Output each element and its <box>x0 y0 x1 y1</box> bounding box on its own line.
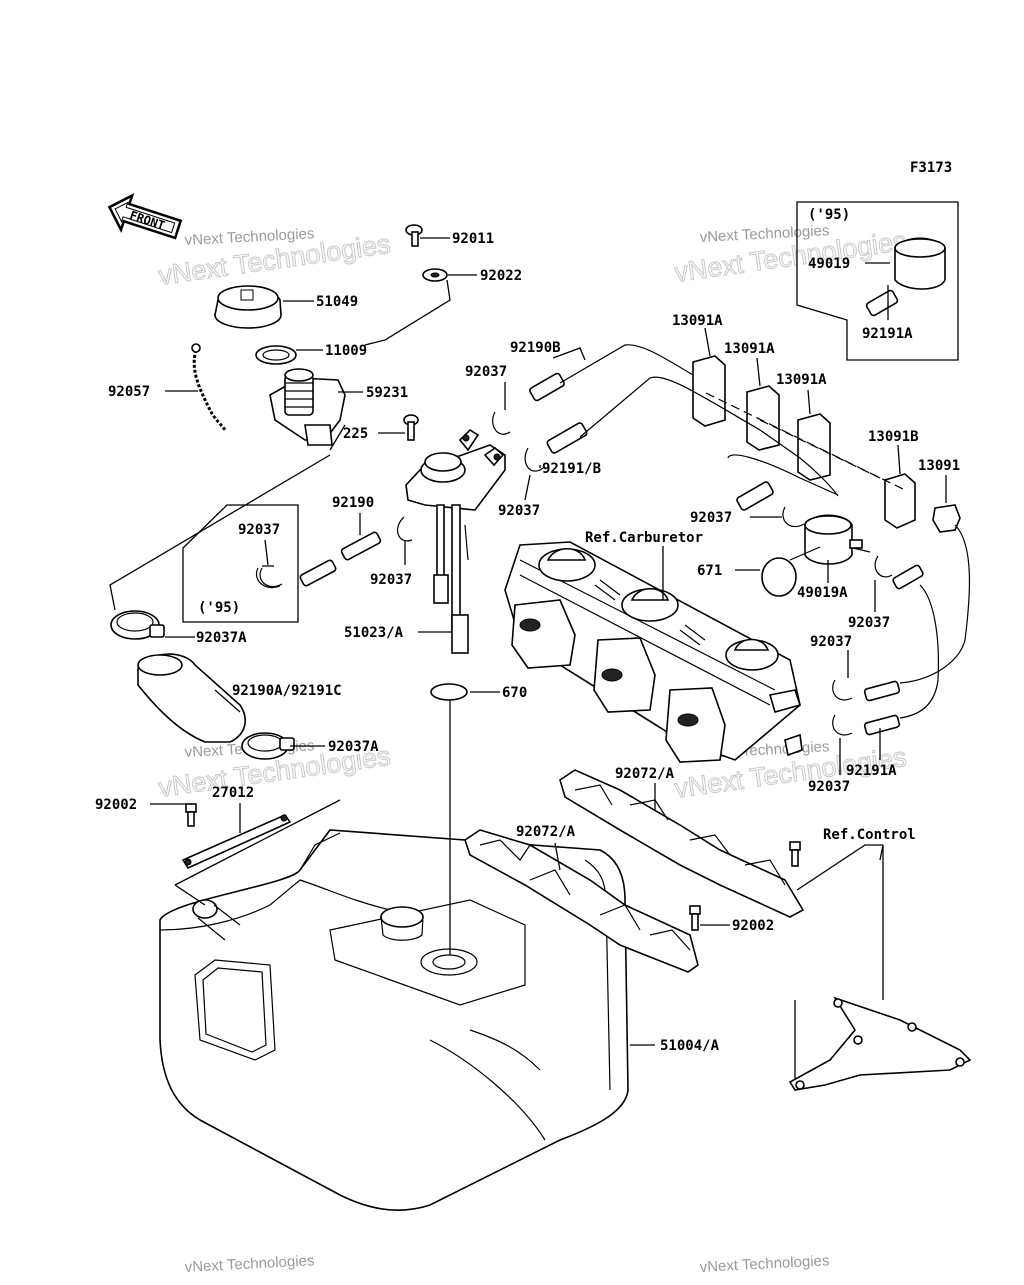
clamp-icon <box>259 411 544 588</box>
hose-icon <box>299 372 588 587</box>
part-label: 92037 <box>370 572 412 588</box>
part-label: 13091A <box>672 313 723 329</box>
part-label: 92037A <box>196 630 247 646</box>
part-label: 49019 <box>808 256 850 272</box>
rubber-mount-icon <box>464 769 805 973</box>
control-bracket <box>788 996 972 1091</box>
part-label: 13091 <box>918 458 960 474</box>
part-label: 92037 <box>810 634 852 650</box>
part-label: 92190 <box>332 495 374 511</box>
part-label: 92037 <box>465 364 507 380</box>
ref-carburetor-label: Ref.Carburetor <box>585 530 703 546</box>
fuel-filter-icon <box>804 237 946 565</box>
o-ring-icon <box>430 557 797 701</box>
figure-code: F3173 <box>910 160 952 176</box>
part-label: 13091A <box>724 341 775 357</box>
bolt-icon <box>185 803 197 827</box>
fuel-valve-assembly <box>405 428 506 654</box>
part-label: 92037A <box>328 739 379 755</box>
part-label: 51049 <box>316 294 358 310</box>
part-label: 92190A/92191C <box>232 683 342 699</box>
part-label: 59231 <box>366 385 408 401</box>
filler-neck <box>269 368 346 446</box>
part-label: 92072/A <box>615 766 675 782</box>
inset-box-95-right: ('95) <box>796 201 959 361</box>
part-label: 92037 <box>238 522 280 538</box>
part-label: 92011 <box>452 231 494 247</box>
part-label: 92037 <box>498 503 540 519</box>
clamp-icon <box>256 565 281 589</box>
part-label: 670 <box>502 685 527 701</box>
part-label: 92191A <box>862 326 913 342</box>
part-label: 49019A <box>797 585 848 601</box>
part-label: 92191/B <box>542 461 601 477</box>
part-label: 92037 <box>808 779 850 795</box>
watermark-text: vNext Technologies <box>184 225 315 249</box>
part-label: 225 <box>343 426 368 442</box>
damper-block-icon <box>692 355 961 533</box>
hose-icon <box>736 289 924 736</box>
part-labels: 92011 92022 51049 11009 92057 59231 225 … <box>95 231 960 1054</box>
watermark-text: vNext Technologies <box>184 1252 315 1276</box>
clamp-icon <box>782 506 893 736</box>
large-clamp <box>110 610 165 640</box>
part-label: 92057 <box>108 384 150 400</box>
part-label: 92190B <box>510 340 561 356</box>
part-label: 92002 <box>95 797 137 813</box>
part-label: 92037 <box>690 510 732 526</box>
fuel-tank <box>159 829 629 1211</box>
part-label: 51023/A <box>344 625 404 641</box>
ref-control-label: Ref.Control <box>823 827 916 843</box>
part-label: 27012 <box>212 785 254 801</box>
gasket-ring <box>255 345 297 365</box>
part-label: 51004/A <box>660 1038 720 1054</box>
part-label: 92037 <box>848 615 890 631</box>
part-label: 92022 <box>480 268 522 284</box>
part-label: 92072/A <box>516 824 576 840</box>
screw-icon <box>405 224 423 247</box>
inset-box-95-left: ('95) <box>182 504 299 623</box>
washer-icon <box>422 268 448 282</box>
large-clamp <box>241 732 295 760</box>
fuel-cap <box>214 285 282 329</box>
part-label: 13091B <box>868 429 919 445</box>
part-label: 92002 <box>732 918 774 934</box>
bolt-icon <box>689 841 801 931</box>
inset-year-label: ('95) <box>808 207 850 223</box>
hold-down-strap <box>181 814 292 870</box>
carburetor-assembly <box>504 541 803 763</box>
part-label: 92191A <box>846 763 897 779</box>
inset-year-label: ('95) <box>198 600 240 616</box>
screw-icon <box>403 414 419 441</box>
tether-cable <box>191 343 227 431</box>
leader-lines <box>109 237 947 1080</box>
part-label: 13091A <box>776 372 827 388</box>
routing-lines <box>559 344 971 719</box>
watermark-text: vNext Technologies <box>699 1252 830 1276</box>
front-arrow-icon: FRONT <box>107 193 183 240</box>
part-label: 671 <box>697 563 722 579</box>
part-label: 11009 <box>325 343 367 359</box>
filler-hose <box>137 653 246 743</box>
